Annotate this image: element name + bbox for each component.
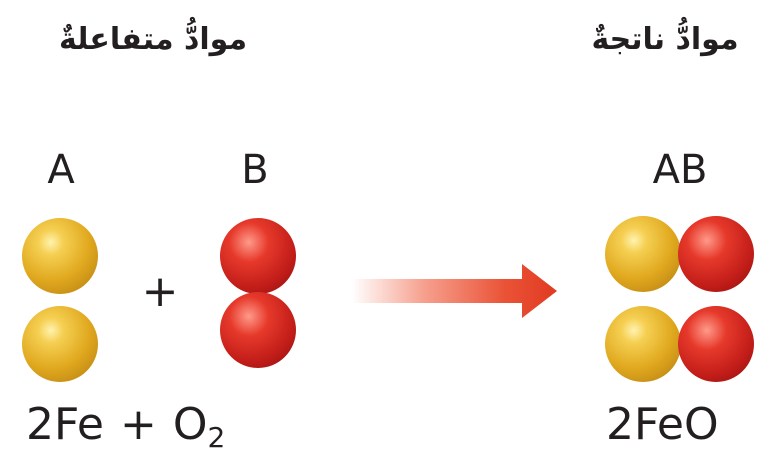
oxygen-atom-icon [678,306,754,382]
reaction-arrow-icon [352,264,557,318]
product-equation: 2FeO [606,399,719,450]
label-b: B [241,147,269,193]
iron-atom-icon [22,218,98,294]
reactants-heading: موادُّ متفاعلةٌ [58,22,248,57]
oxygen-atom-icon [678,216,754,292]
iron-atom-icon [605,216,681,292]
iron-atom-icon [22,306,98,382]
reactant-2-subscript: 2 [207,421,226,454]
oxygen-atom-icon [220,292,296,368]
reactants-equation: 2Fe + O2 [26,400,225,463]
label-ab: AB [652,147,708,193]
oxygen-atom-icon [220,218,296,294]
equation-plus: + [119,399,157,450]
plus-sign: + [141,266,179,317]
iron-atom-icon [605,306,681,382]
arrow-svg [352,264,557,318]
reactant-1: 2Fe [26,399,104,450]
reactant-2-symbol: O [172,399,208,450]
label-a: A [47,147,75,193]
products-heading: موادُّ ناتجةٌ [591,22,739,57]
